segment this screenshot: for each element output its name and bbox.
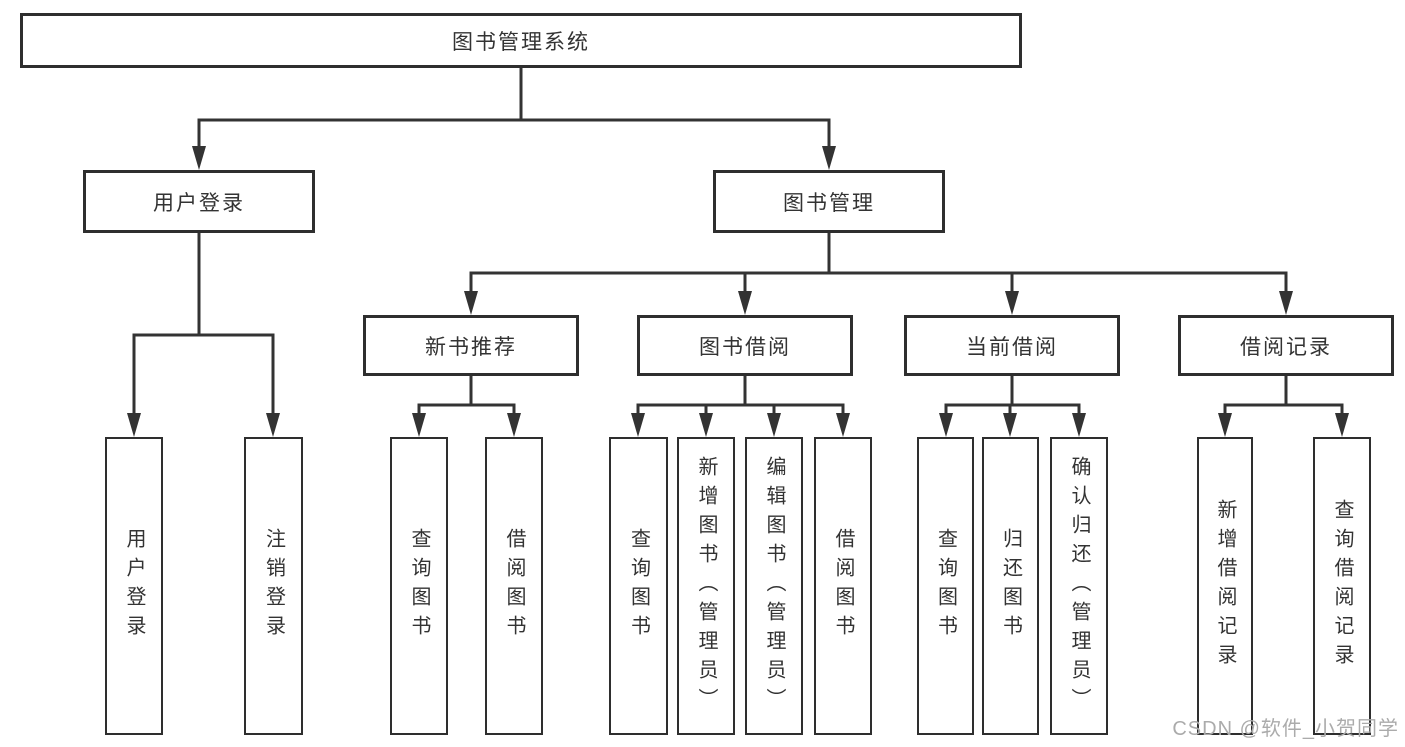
node-borrow-records-label: 借阅记录: [1240, 335, 1332, 359]
node-user-login-label: 用户登录: [153, 191, 245, 215]
node-borrow-records: 借阅记录: [1178, 315, 1394, 376]
leaf-edit-book-admin-label: 编辑图书（管理员）: [763, 455, 785, 717]
leaf-confirm-return-admin-label: 确认归还（管理员）: [1068, 455, 1090, 717]
leaf-logout-label: 注销登录: [262, 528, 285, 644]
leaf-user-login: 用户登录: [105, 437, 163, 735]
leaf-query-borrow-record-label: 查询借阅记录: [1331, 499, 1353, 673]
node-current-borrow: 当前借阅: [904, 315, 1120, 376]
leaf-add-borrow-record-label: 新增借阅记录: [1214, 499, 1236, 673]
leaf-query-book-current: 查询图书: [917, 437, 974, 735]
node-book-management: 图书管理: [713, 170, 945, 233]
leaf-query-book-recommend: 查询图书: [390, 437, 448, 735]
node-book-borrow-label: 图书借阅: [699, 335, 791, 359]
leaf-borrow-book-recommend-label: 借阅图书: [503, 528, 525, 644]
leaf-return-book: 归还图书: [982, 437, 1039, 735]
leaf-add-book-admin-label: 新增图书（管理员）: [695, 455, 717, 717]
leaf-confirm-return-admin: 确认归还（管理员）: [1050, 437, 1108, 735]
leaf-edit-book-admin: 编辑图书（管理员）: [745, 437, 803, 735]
node-root: 图书管理系统: [20, 13, 1022, 68]
leaf-query-book-borrow-label: 查询图书: [627, 528, 650, 644]
node-current-borrow-label: 当前借阅: [966, 335, 1058, 359]
node-new-book-recommend: 新书推荐: [363, 315, 579, 376]
leaf-query-book-recommend-label: 查询图书: [408, 528, 430, 644]
csdn-watermark: CSDN @软件_小贺同学: [1172, 718, 1399, 740]
leaf-add-borrow-record: 新增借阅记录: [1197, 437, 1253, 735]
node-book-borrow: 图书借阅: [637, 315, 853, 376]
node-root-label: 图书管理系统: [452, 30, 590, 54]
node-user-login: 用户登录: [83, 170, 315, 233]
leaf-query-book-current-label: 查询图书: [934, 528, 957, 644]
leaf-add-book-admin: 新增图书（管理员）: [677, 437, 735, 735]
leaf-borrow-book-recommend: 借阅图书: [485, 437, 543, 735]
node-new-book-recommend-label: 新书推荐: [425, 335, 517, 359]
leaf-logout: 注销登录: [244, 437, 303, 735]
leaf-query-book-borrow: 查询图书: [609, 437, 668, 735]
leaf-query-borrow-record: 查询借阅记录: [1313, 437, 1371, 735]
arrowheads: [127, 146, 1349, 437]
leaf-user-login-label: 用户登录: [123, 528, 145, 644]
leaf-borrow-book-label: 借阅图书: [832, 528, 854, 644]
node-book-management-label: 图书管理: [783, 191, 875, 215]
leaf-return-book-label: 归还图书: [999, 528, 1022, 644]
leaf-borrow-book: 借阅图书: [814, 437, 872, 735]
